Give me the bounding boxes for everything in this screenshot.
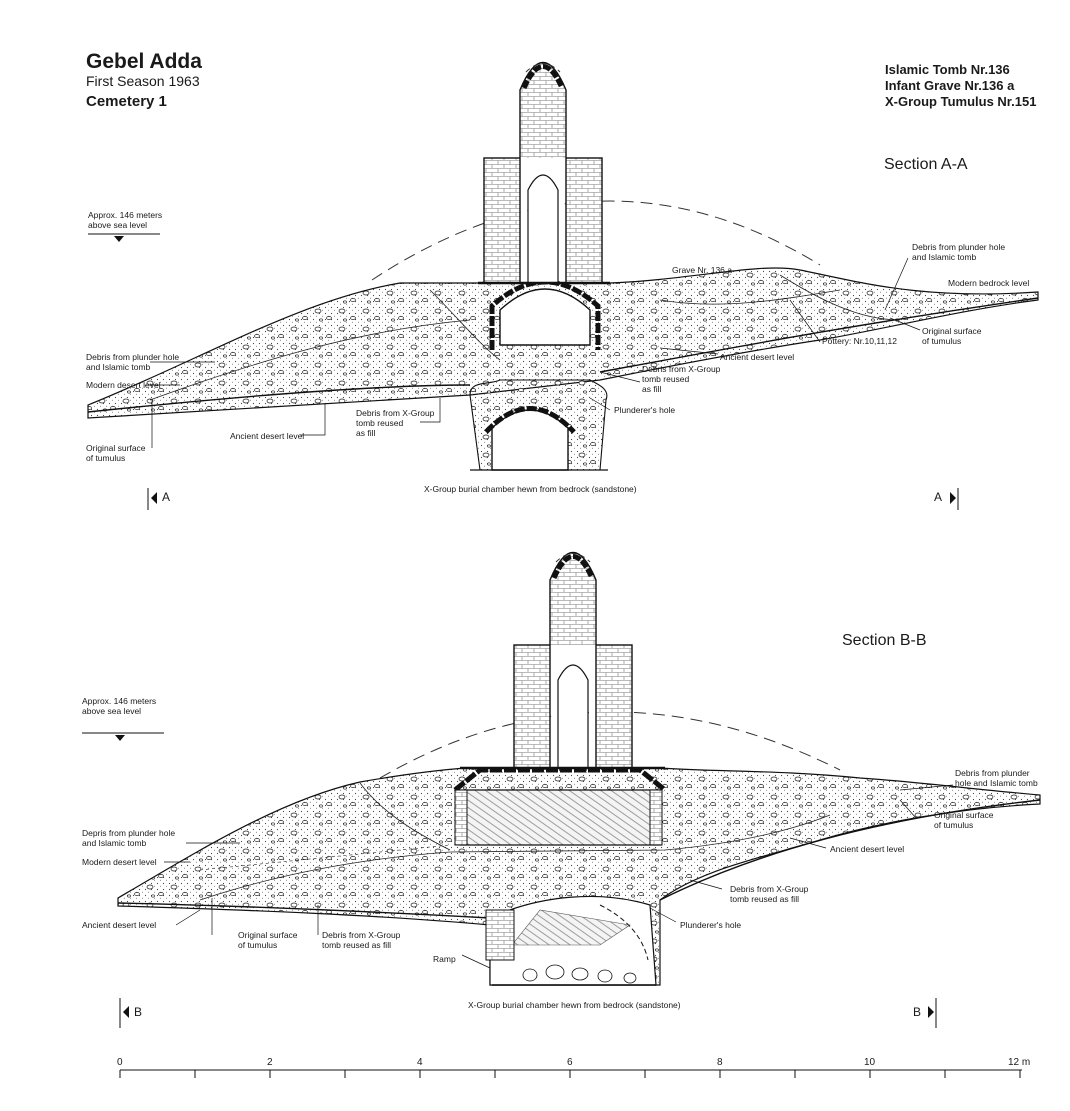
section-a-plunderer: Plunderer's hole — [614, 405, 676, 415]
section-a-debris-xgroup-left: Debris from X-Group tomb reused as fill — [356, 408, 435, 438]
section-a-drawing — [87, 61, 1039, 510]
section-b-sea-level: Approx. 146 meters above sea level — [82, 696, 157, 716]
section-a-marker-left: A — [162, 490, 171, 504]
scale-tick-2: 2 — [267, 1057, 273, 1068]
scale-tick-12: 12 m — [1008, 1057, 1031, 1068]
section-b-debris-xgroup-right: Debris from X-Group tomb reused as fill — [730, 884, 809, 904]
section-a-marker-right: A — [934, 490, 943, 504]
section-b-debris-xgroup-left: Debris from X-Group tomb reused as fill — [322, 930, 401, 950]
season-label: First Season 1963 — [86, 73, 200, 89]
site-title: Gebel Adda — [86, 50, 202, 73]
section-b-ancient-left: Ancient desert level — [82, 920, 157, 930]
section-b-modern-left: Modern desert level — [82, 857, 157, 867]
section-b-debris-right: Debris from plunder hole and Islamic tom… — [955, 768, 1038, 788]
section-b-plunderer: Plunderer's hole — [680, 920, 742, 930]
section-a-modern-left: Modern desert level — [86, 380, 161, 390]
tomb-label-xgroup: X-Group Tumulus Nr.151 — [885, 94, 1037, 109]
section-b-marker-left: B — [134, 1005, 143, 1019]
section-a-debris-left: Debris from plunder hole and Islamic tom… — [86, 352, 180, 372]
section-b-original-right: Original surface of tumulus — [934, 810, 994, 830]
section-a-sea-level: Approx. 146 meters above sea level — [88, 210, 163, 230]
scale-tick-4: 4 — [417, 1057, 423, 1068]
section-a-bedrock: Modern bedrock level — [948, 278, 1030, 288]
scale-bar — [119, 1069, 1022, 1078]
tomb-label-islamic: Islamic Tomb Nr.136 — [885, 62, 1010, 77]
section-a-caption: X-Group burial chamber hewn from bedrock… — [424, 484, 637, 494]
section-b-caption: X-Group burial chamber hewn from bedrock… — [468, 1000, 681, 1010]
section-b-marker-right: B — [913, 1005, 922, 1019]
section-a-ancient-left: Ancient desert level — [230, 431, 305, 441]
grave-label: Grave Nr. 136 a — [672, 265, 733, 275]
section-a-debris-right: Debris from plunder hole and Islamic tom… — [912, 242, 1006, 262]
scale-tick-0: 0 — [117, 1057, 123, 1068]
section-b-title: Section B-B — [842, 632, 927, 649]
scale-tick-8: 8 — [717, 1057, 723, 1068]
section-a-ancient-right: Ancient desert level — [720, 352, 795, 362]
section-a-title: Section A-A — [884, 156, 968, 173]
section-a-debris-xgroup-right: Debris from X-Group tomb reused as fill — [642, 364, 721, 394]
tomb-label-infant: Infant Grave Nr.136 a — [885, 78, 1015, 93]
section-b-debris-left: Depris from plunder hole and Islamic tom… — [82, 828, 176, 848]
section-a-original-left: Original surface of tumulus — [86, 443, 146, 463]
pottery-label: Pottery: Nr.10,11,12 — [822, 336, 897, 346]
scale-tick-6: 6 — [567, 1057, 573, 1068]
scale-tick-10: 10 — [864, 1057, 876, 1068]
section-b-drawing — [82, 551, 1041, 1028]
section-a-original-right: Original surface of tumulus — [922, 326, 982, 346]
section-b-ramp: Ramp — [433, 954, 456, 964]
section-b-original-left: Original surface of tumulus — [238, 930, 298, 950]
section-b-ancient-right: Ancient desert level — [830, 844, 905, 854]
cemetery-label: Cemetery 1 — [86, 93, 167, 110]
